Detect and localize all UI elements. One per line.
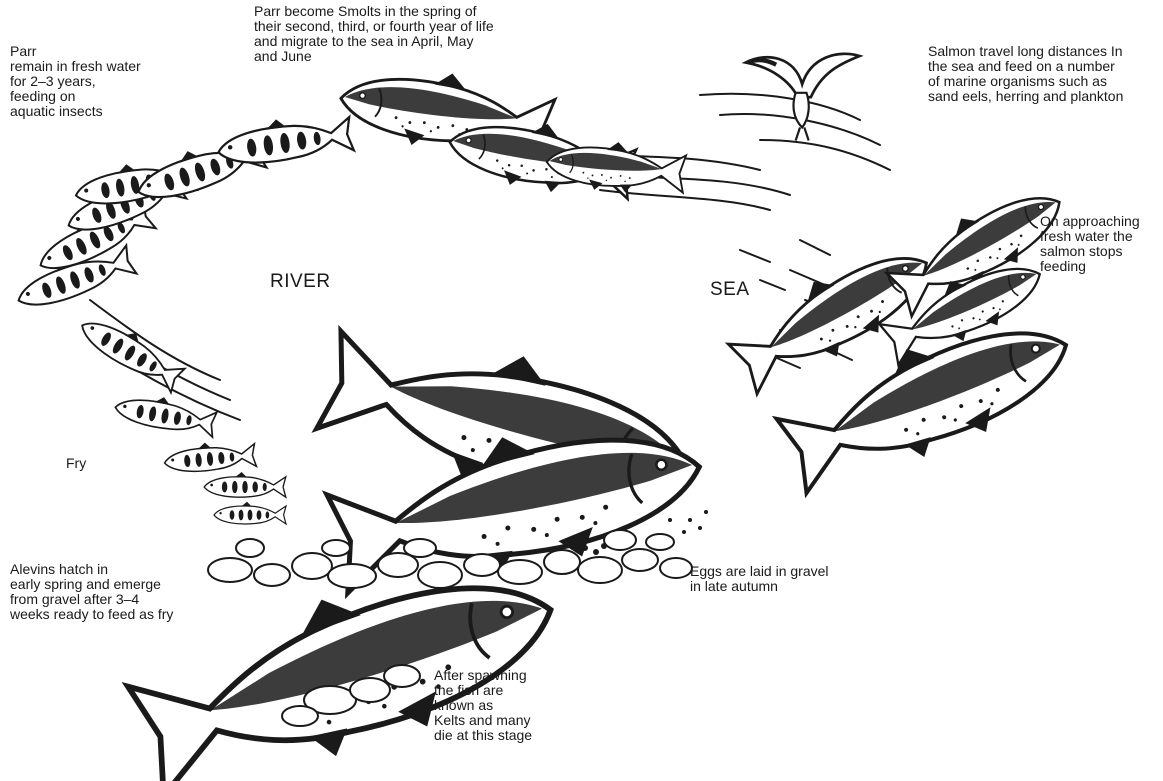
fry-stage-label: Fry [66,456,126,471]
smolts-stage-label: Parr become Smolts in the spring of thei… [254,4,554,64]
river-region-label: RIVER [270,272,331,292]
kelts-stage-label: After spawning the fish are known as Kel… [434,668,574,743]
eggs-stage-label: Eggs are laid in gravel in late autumn [690,564,870,594]
sea-region-label: SEA [710,280,750,300]
sea-feeding-stage-label: Salmon travel long distances In the sea … [928,44,1160,104]
alevins-stage-label: Alevins hatch in early spring and emerge… [10,562,220,622]
parr-stage-label: Parr remain in fresh water for 2–3 years… [10,44,170,119]
return-stage-label: On approaching fresh water the salmon st… [1040,214,1162,274]
